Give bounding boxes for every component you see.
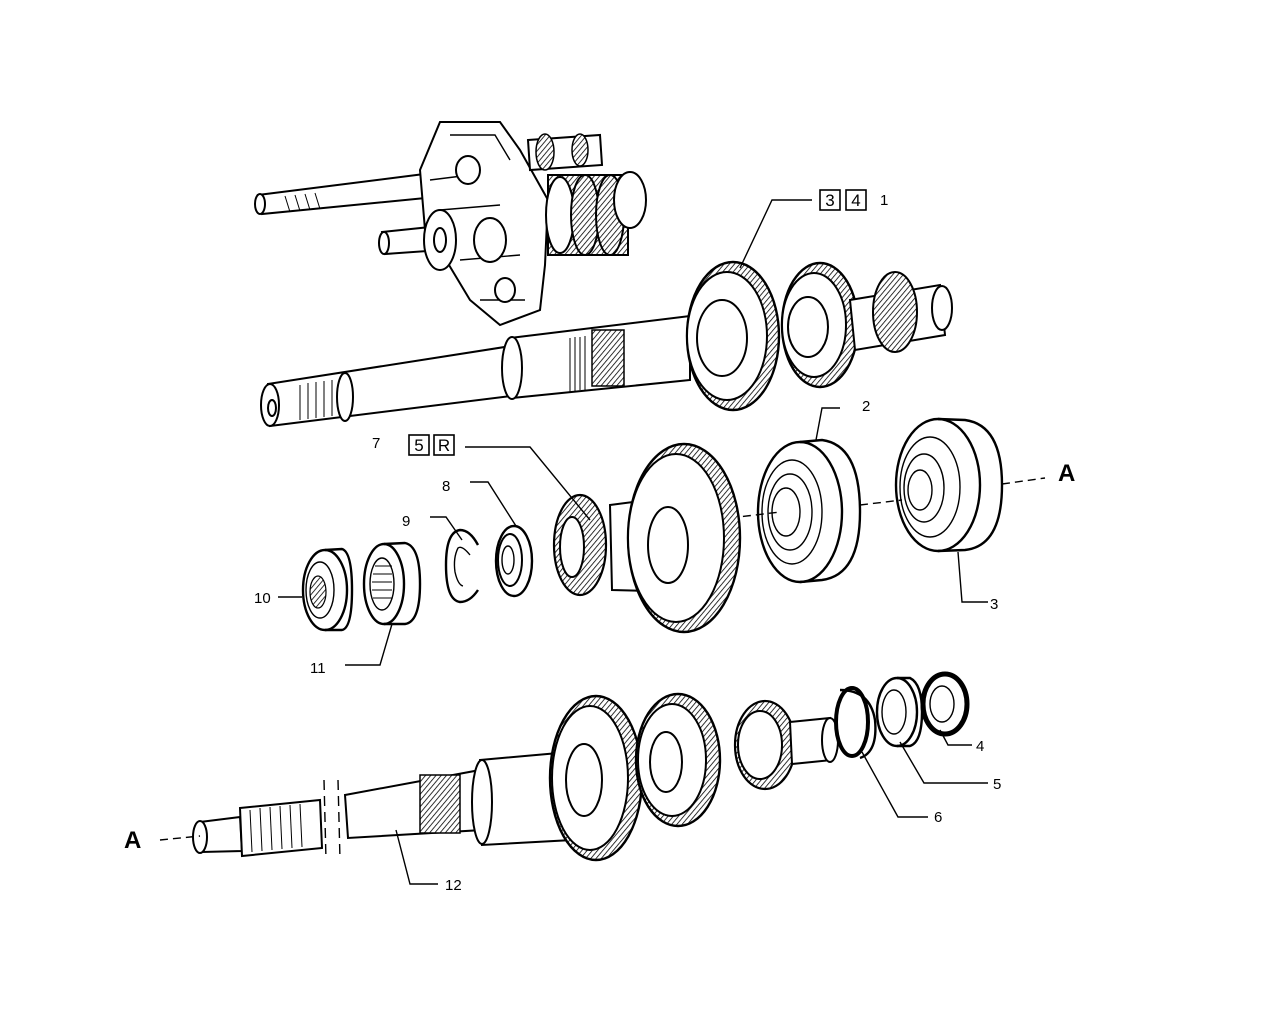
gear-label-box-3-4: 3 4	[819, 189, 867, 211]
gear-box-a1: 3	[825, 191, 834, 210]
callout-7: 7	[372, 435, 380, 452]
snap-ring-part-9	[444, 528, 480, 604]
callout-9: 9	[402, 513, 410, 530]
leader-lines	[278, 199, 988, 885]
gear-box-b1: 5	[414, 436, 423, 455]
axis-mark-a-lower: A	[124, 827, 141, 854]
callout-12: 12	[445, 877, 462, 894]
callout-10: 10	[254, 590, 271, 607]
bearing-part-3	[894, 417, 1004, 553]
callout-4: 4	[976, 738, 984, 755]
bearing-part-5	[875, 676, 924, 748]
callout-3: 3	[990, 596, 998, 613]
gear-box-b2: R	[438, 436, 450, 455]
callout-2: 2	[862, 398, 870, 415]
gear-label-box-5-r: 5 R	[408, 434, 455, 456]
callout-5: 5	[993, 776, 1001, 793]
callout-11: 11	[310, 660, 326, 677]
axis-line-upper	[729, 477, 1046, 519]
gear-box-a2: 4	[851, 191, 860, 210]
nut-part-8	[494, 524, 534, 598]
gearbox-assembly-illustration	[254, 121, 647, 327]
seal-part-4	[920, 671, 970, 737]
counter-gear-part-7	[552, 442, 742, 634]
bearing-part-2	[756, 438, 862, 584]
callout-8: 8	[442, 478, 450, 495]
callout-6: 6	[934, 809, 942, 826]
countershaft-part-12	[192, 692, 839, 862]
bearing-part-10	[301, 547, 354, 632]
needle-bearing-part-11	[362, 541, 422, 626]
main-shaft-part-1	[260, 260, 953, 428]
axis-line-lower	[159, 835, 201, 841]
axis-mark-a-upper: A	[1058, 460, 1075, 487]
ring-part-6	[834, 686, 877, 760]
callout-1: 1	[880, 192, 888, 209]
